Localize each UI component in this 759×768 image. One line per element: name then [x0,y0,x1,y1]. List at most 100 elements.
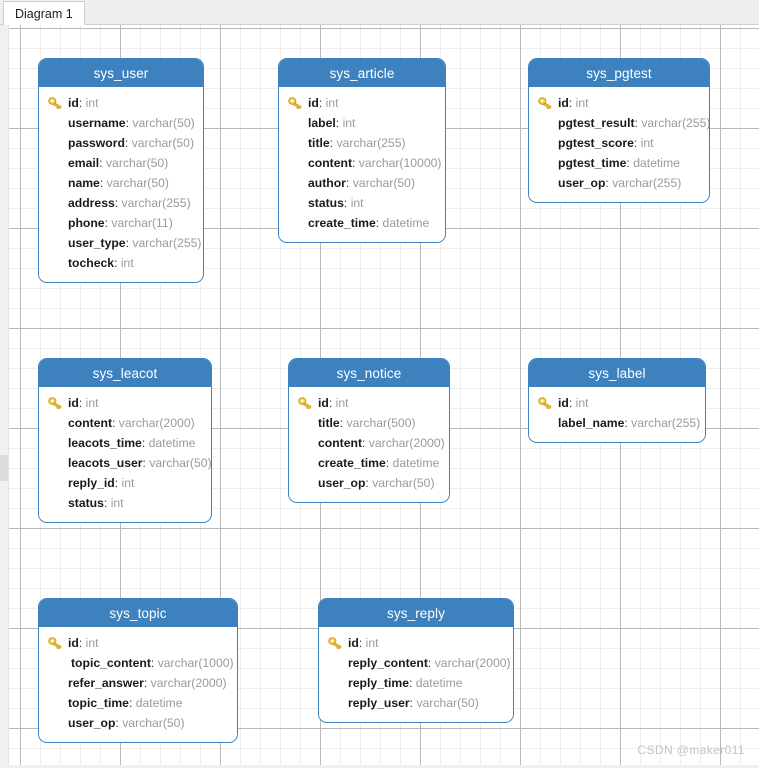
field-row[interactable]: email: varchar(50) [39,153,203,173]
field-icon-slot [48,155,68,171]
field-row[interactable]: create_time: datetime [289,453,449,473]
field-type: varchar(255) [336,136,406,150]
field-row[interactable]: user_op: varchar(255) [529,173,709,193]
primary-key-icon-slot [48,635,68,651]
field-row[interactable]: phone: varchar(11) [39,213,203,233]
field-text: id: int [68,96,99,110]
field-icon-slot [538,155,558,171]
field-row[interactable]: id: int [289,393,449,413]
field-row[interactable]: reply_user: varchar(50) [319,693,513,713]
field-row[interactable]: user_op: varchar(50) [39,713,237,733]
tab-diagram-1[interactable]: Diagram 1 [3,1,85,26]
entity-title[interactable]: sys_topic [39,599,237,627]
field-row[interactable]: content: varchar(2000) [289,433,449,453]
field-row[interactable]: id: int [39,93,203,113]
field-row[interactable]: pgtest_score: int [529,133,709,153]
field-row[interactable]: content: varchar(10000) [279,153,445,173]
field-row[interactable]: reply_time: datetime [319,673,513,693]
field-row[interactable]: pgtest_result: varchar(255) [529,113,709,133]
field-icon-slot [288,175,308,191]
field-name: tocheck [68,256,115,270]
field-separator: : [125,116,133,130]
field-row[interactable]: content: varchar(2000) [39,413,211,433]
scrollbar-thumb[interactable] [0,455,8,481]
horizontal-scrollbar[interactable] [0,765,759,768]
field-type: int [640,136,654,150]
field-row[interactable]: leacots_time: datetime [39,433,211,453]
field-row[interactable]: password: varchar(50) [39,133,203,153]
field-row[interactable]: topic_time: datetime [39,693,237,713]
field-row[interactable]: leacots_user: varchar(50) [39,453,211,473]
vertical-scrollbar[interactable] [0,25,9,768]
field-name: id [558,96,569,110]
field-row[interactable]: refer_answer: varchar(2000) [39,673,237,693]
field-separator: : [409,696,417,710]
field-row[interactable]: label: int [279,113,445,133]
primary-key-icon-slot [538,95,558,111]
entity-title[interactable]: sys_label [529,359,705,387]
field-name: password [68,136,125,150]
entity-sys_user[interactable]: sys_user id: int username: varchar(50) pass… [38,58,204,283]
field-name: name [68,176,100,190]
field-row[interactable]: label_name: varchar(255) [529,413,705,433]
field-type: int [85,396,99,410]
field-type: varchar(255) [612,176,682,190]
field-row[interactable]: id: int [39,633,237,653]
field-row[interactable]: reply_content: varchar(2000) [319,653,513,673]
field-name: id [68,96,79,110]
field-name: username [68,116,126,130]
field-row[interactable]: tocheck: int [39,253,203,273]
field-name: topic_content [71,656,151,670]
field-text: password: varchar(50) [68,136,194,150]
field-row[interactable]: user_type: varchar(255) [39,233,203,253]
field-row[interactable]: username: varchar(50) [39,113,203,133]
field-text: username: varchar(50) [68,116,195,130]
field-row[interactable]: create_time: datetime [279,213,445,233]
field-icon-slot [288,215,308,231]
field-row[interactable]: id: int [279,93,445,113]
field-type: datetime [148,436,196,450]
field-text: user_type: varchar(255) [68,236,201,250]
field-row[interactable]: status: int [279,193,445,213]
field-row[interactable]: id: int [529,93,709,113]
field-separator: : [143,676,151,690]
field-row[interactable]: id: int [39,393,211,413]
field-row[interactable]: name: varchar(50) [39,173,203,193]
field-row[interactable]: status: int [39,493,211,513]
field-row[interactable]: title: varchar(255) [279,133,445,153]
entity-title[interactable]: sys_user [39,59,203,87]
field-row[interactable]: pgtest_time: datetime [529,153,709,173]
field-row[interactable]: address: varchar(255) [39,193,203,213]
primary-key-icon-slot [48,95,68,111]
field-icon-slot [48,235,68,251]
field-row[interactable]: topic_content: varchar(1000) [39,653,237,673]
entity-title[interactable]: sys_reply [319,599,513,627]
field-row[interactable]: id: int [319,633,513,653]
field-row[interactable]: reply_id: int [39,473,211,493]
entity-title[interactable]: sys_leacot [39,359,211,387]
field-separator: : [362,436,369,450]
entity-title[interactable]: sys_article [279,59,445,87]
field-row[interactable]: id: int [529,393,705,413]
watermark: CSDN @maker011 [637,743,745,757]
entity-title[interactable]: sys_pgtest [529,59,709,87]
field-icon-slot [48,455,68,471]
entity-title[interactable]: sys_notice [289,359,449,387]
field-type: int [85,636,99,650]
field-text: user_op: varchar(50) [68,716,185,730]
field-row[interactable]: title: varchar(500) [289,413,449,433]
key-icon [538,396,552,409]
field-row[interactable]: author: varchar(50) [279,173,445,193]
field-row[interactable]: user_op: varchar(50) [289,473,449,493]
field-separator: : [103,496,111,510]
